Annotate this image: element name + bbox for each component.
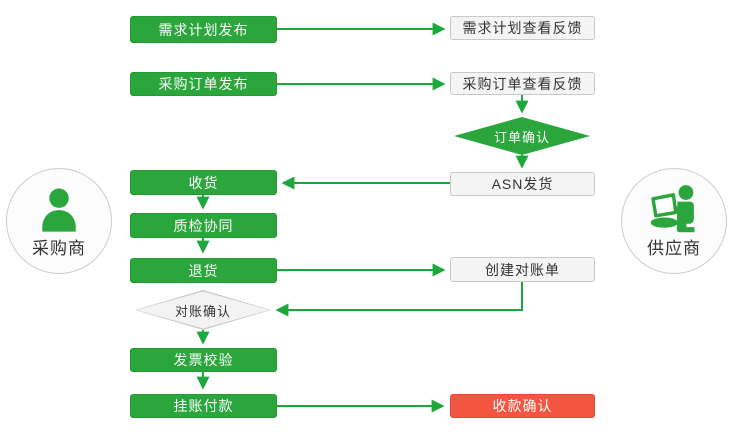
node-label: 订单确认 bbox=[493, 129, 550, 145]
buyer-actor: 采购商 bbox=[6, 168, 112, 274]
node-label: 需求计划发布 bbox=[158, 21, 249, 38]
supplier-actor: 供应商 bbox=[621, 168, 727, 274]
node-return-goods[interactable]: 退货 bbox=[130, 258, 277, 283]
node-label: 质检协同 bbox=[173, 217, 234, 234]
node-demand-plan-feedback[interactable]: 需求计划查看反馈 bbox=[450, 16, 595, 40]
node-pending-payment[interactable]: 挂账付款 bbox=[130, 394, 277, 418]
node-label: 创建对账单 bbox=[485, 261, 560, 278]
node-label: 需求计划查看反馈 bbox=[462, 20, 583, 36]
person-icon bbox=[42, 187, 76, 232]
decision-statement-confirm[interactable]: 对账确认 bbox=[135, 290, 271, 330]
node-po-publish[interactable]: 采购订单发布 bbox=[130, 72, 277, 96]
buyer-label: 采购商 bbox=[32, 238, 86, 258]
node-asn-ship[interactable]: ASN发货 bbox=[450, 172, 595, 196]
node-label: ASN发货 bbox=[491, 176, 554, 192]
decision-order-confirm[interactable]: 订单确认 bbox=[454, 117, 590, 155]
node-create-statement[interactable]: 创建对账单 bbox=[450, 257, 595, 282]
node-label: 发票校验 bbox=[173, 352, 234, 368]
node-label: 收款确认 bbox=[492, 398, 553, 414]
supplier-at-computer-icon bbox=[650, 184, 695, 232]
node-label: 挂账付款 bbox=[173, 398, 234, 414]
node-receipt-confirm[interactable]: 收款确认 bbox=[450, 394, 595, 418]
node-demand-plan-publish[interactable]: 需求计划发布 bbox=[130, 16, 277, 43]
node-receive[interactable]: 收货 bbox=[130, 170, 277, 195]
node-label: 采购订单查看反馈 bbox=[462, 75, 583, 92]
supplier-label: 供应商 bbox=[647, 238, 701, 258]
node-label: 收货 bbox=[188, 174, 219, 191]
node-po-feedback[interactable]: 采购订单查看反馈 bbox=[450, 72, 595, 95]
node-label: 退货 bbox=[188, 262, 219, 279]
node-quality-check[interactable]: 质检协同 bbox=[130, 213, 277, 238]
node-invoice-check[interactable]: 发票校验 bbox=[130, 348, 277, 372]
node-label: 采购订单发布 bbox=[158, 76, 249, 92]
node-label: 对账确认 bbox=[174, 303, 231, 319]
